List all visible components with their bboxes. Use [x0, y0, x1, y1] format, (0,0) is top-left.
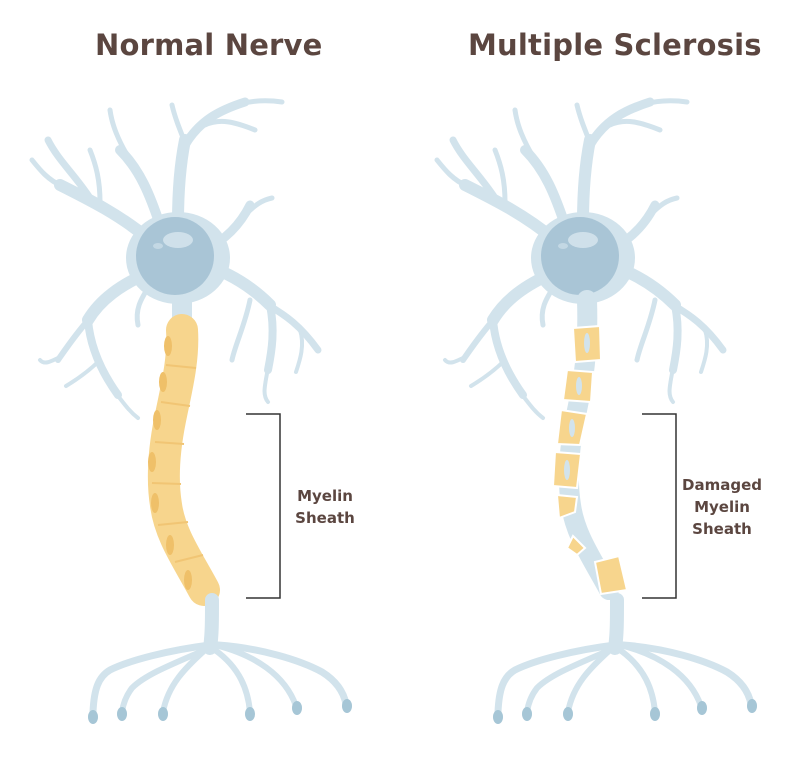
label-line: Myelin: [694, 498, 750, 516]
label-line: Sheath: [295, 509, 355, 527]
label-myelin-sheath: Myelin Sheath: [286, 485, 364, 529]
myelin-bracket-normal: [246, 413, 281, 599]
label-line: Myelin: [297, 487, 353, 505]
label-line: Damaged: [682, 476, 762, 494]
ms-neuron: [437, 101, 757, 724]
myelin-bracket-ms: [642, 413, 677, 599]
panel-title-ms: Multiple Sclerosis: [468, 28, 762, 62]
ms-axon-terminals: [493, 600, 757, 724]
label-line: Sheath: [692, 520, 752, 538]
label-damaged-myelin-sheath: Damaged Myelin Sheath: [676, 474, 768, 540]
panel-title-normal: Normal Nerve: [95, 28, 323, 62]
normal-axon-terminals: [88, 600, 352, 724]
myelin-sheath-normal: [147, 314, 220, 606]
normal-neuron: [32, 101, 352, 724]
